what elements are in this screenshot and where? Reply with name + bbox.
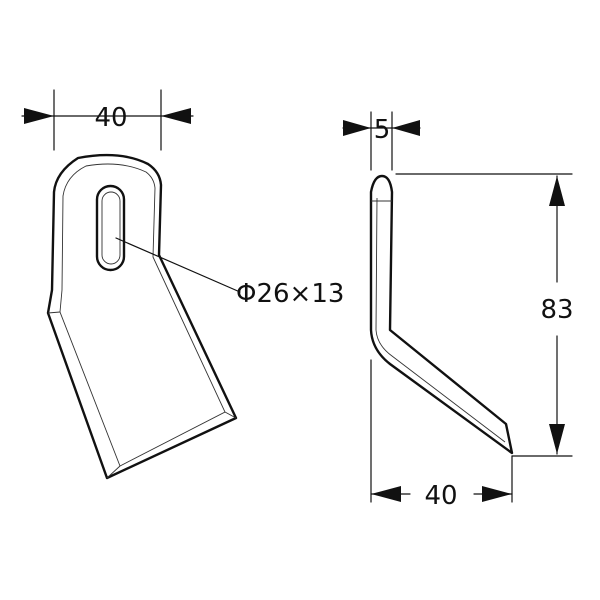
slot-leader-line xyxy=(115,237,241,293)
front-view: 40 Φ26×13 xyxy=(21,89,344,480)
side-thickness-label: 5 xyxy=(374,115,391,145)
mounting-slot xyxy=(95,184,126,272)
side-height-label: 83 xyxy=(540,295,573,325)
front-width-arrow-left xyxy=(24,108,54,124)
front-blade-outline xyxy=(46,153,238,480)
side-view: 5 83 40 xyxy=(342,111,574,511)
slot-label: Φ26×13 xyxy=(236,279,344,309)
front-bevel-edge-right xyxy=(224,411,237,419)
side-thick-arrow-left xyxy=(343,120,371,136)
front-bevel-edge-left xyxy=(47,311,61,314)
side-blade-outline xyxy=(369,174,514,455)
side-offset-arrow-left xyxy=(371,486,401,502)
front-blade-bevel xyxy=(59,163,226,467)
side-height-arrow-bottom xyxy=(549,424,565,454)
mounting-slot-inner xyxy=(101,191,121,265)
side-offset-arrow-right xyxy=(482,486,512,502)
side-blade-inner-line xyxy=(375,197,506,443)
front-bevel-edge-bottom xyxy=(106,465,121,479)
side-height-arrow-top xyxy=(549,176,565,206)
side-offset-label: 40 xyxy=(424,481,457,511)
front-width-arrow-right xyxy=(161,108,191,124)
side-thick-arrow-right xyxy=(392,120,420,136)
front-width-label: 40 xyxy=(94,103,127,133)
